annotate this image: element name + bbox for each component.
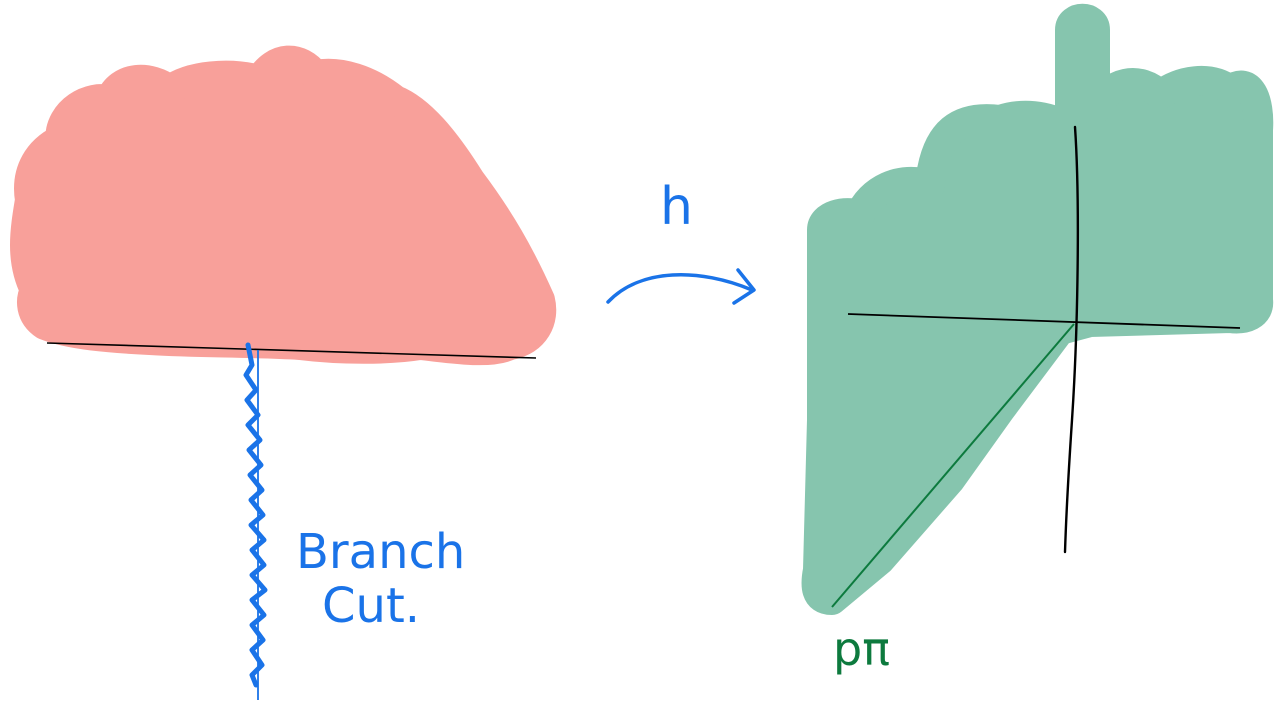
source-domain — [10, 45, 557, 366]
angle-ray — [831, 323, 1075, 608]
map-arrow-curve — [606, 273, 754, 304]
map-arrow — [606, 268, 756, 305]
source-real-axis — [46, 342, 537, 359]
source-domain-fill — [10, 45, 557, 366]
image-domain-fill — [801, 3, 1274, 615]
branch-cut-zigzag — [243, 342, 268, 688]
image-imaginary-axis — [1063, 125, 1080, 554]
map-label-h: h — [660, 177, 693, 237]
image-domain — [801, 3, 1274, 615]
image-real-axis — [847, 313, 1241, 329]
map-arrow-head — [732, 268, 756, 305]
branch-cut-label-line1: Branch — [296, 524, 465, 580]
angle-label: pπ — [833, 622, 890, 676]
branch-cut-label-line2: Cut. — [322, 578, 420, 634]
branch-cut — [243, 342, 268, 700]
